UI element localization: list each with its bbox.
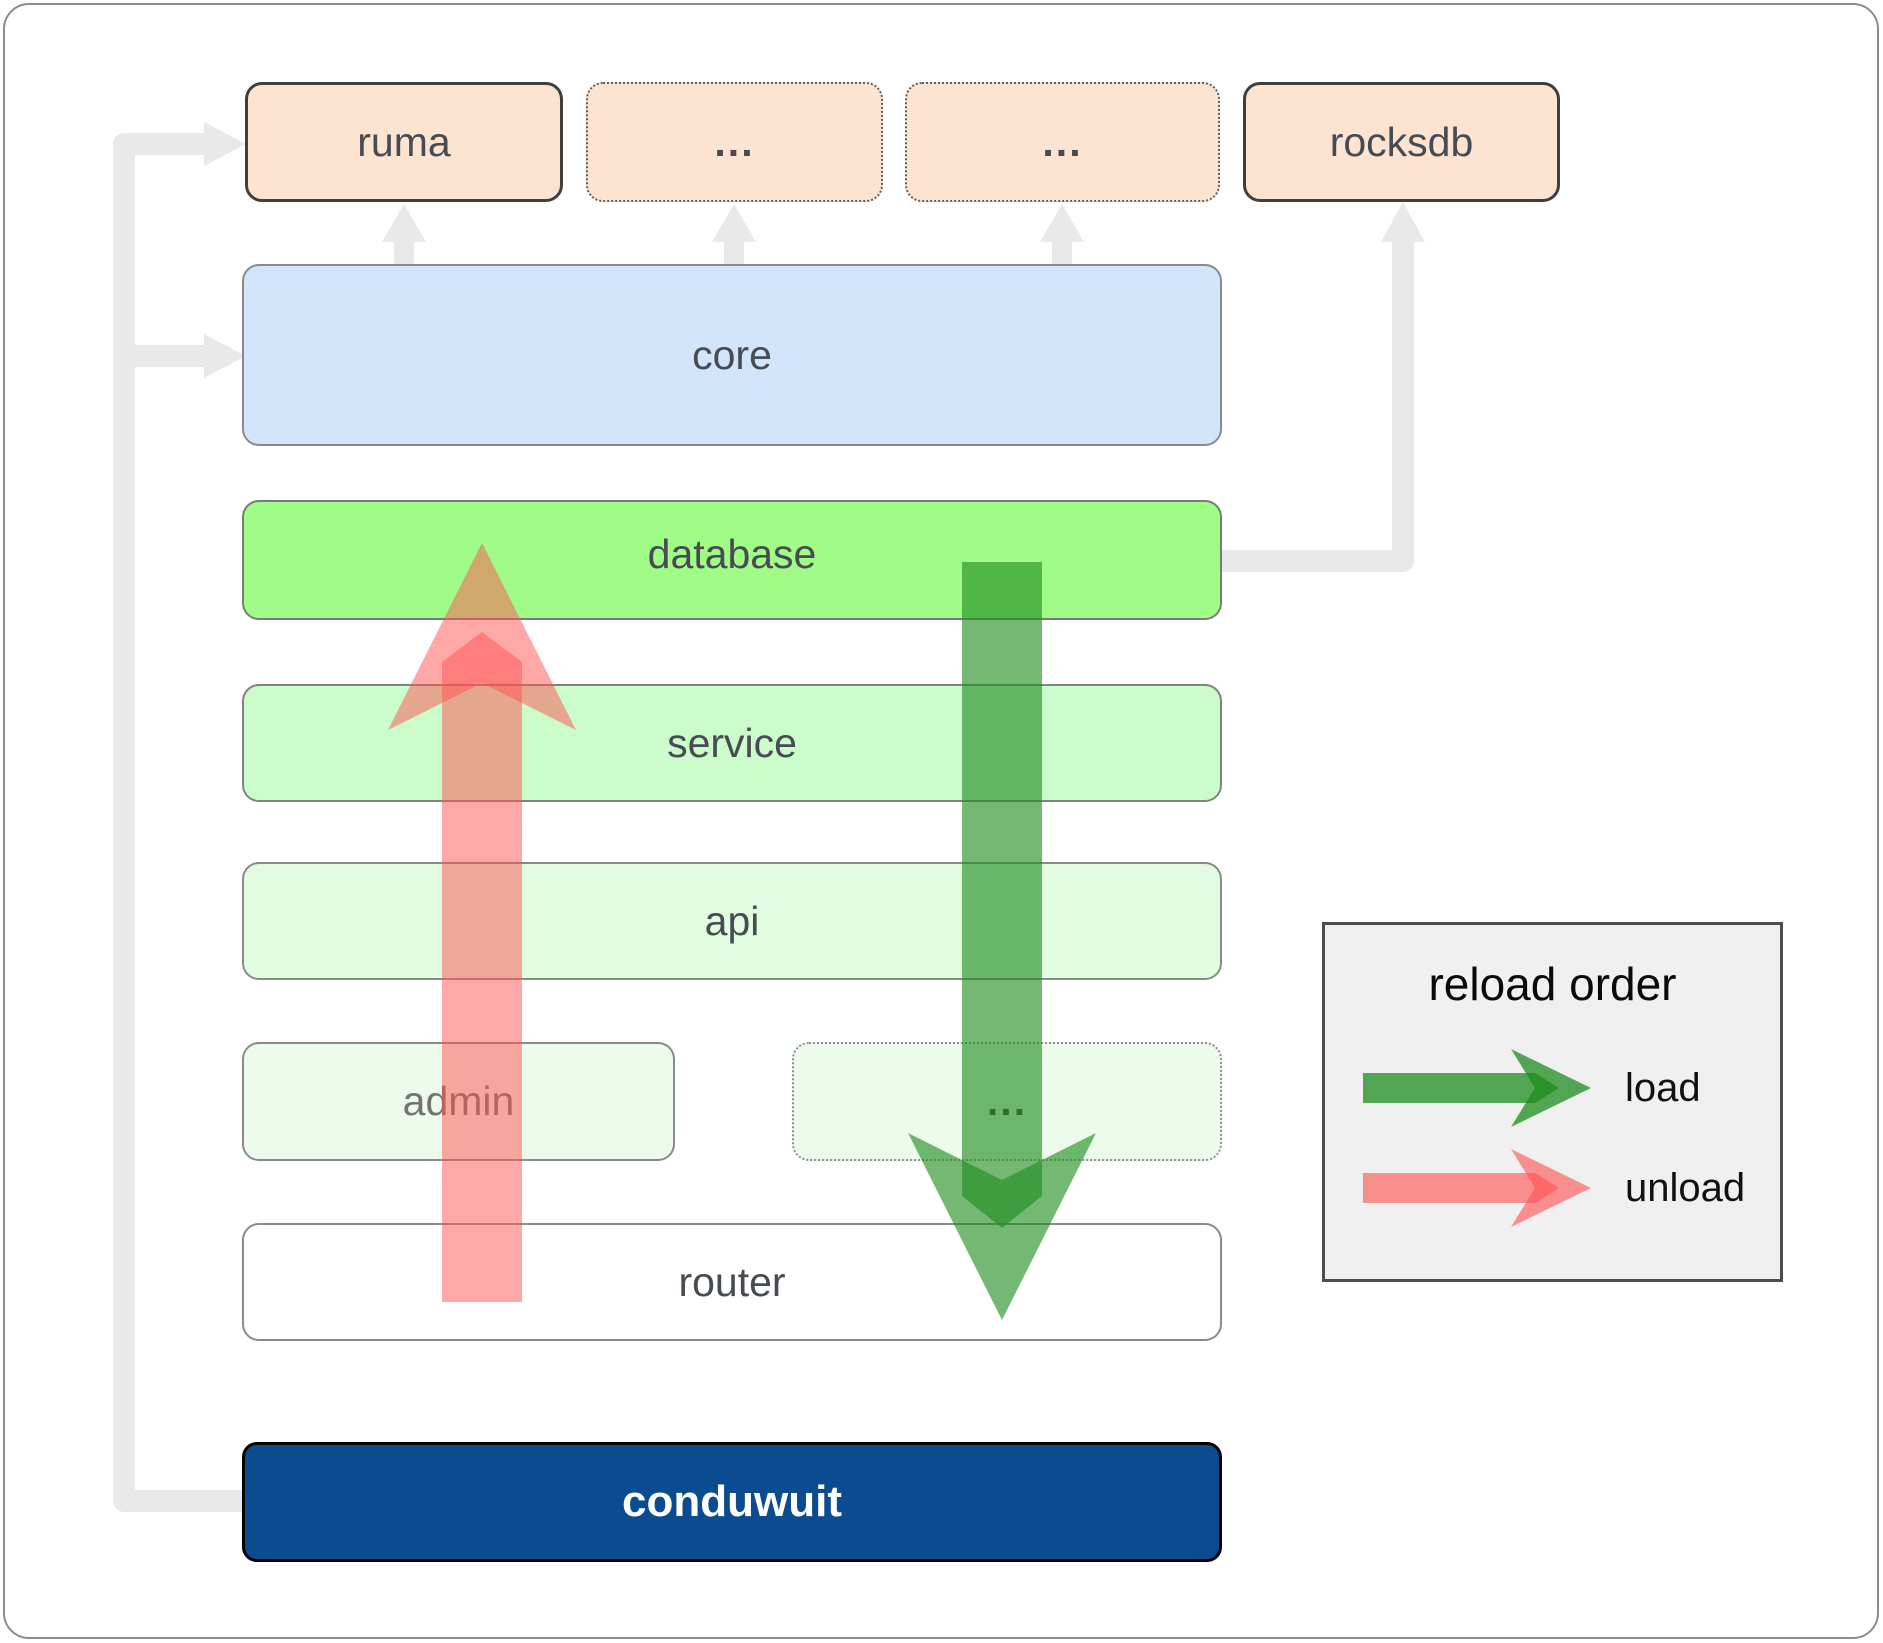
- legend-unload-arrow-head: [1511, 1149, 1591, 1227]
- edge-arrowhead-core: [204, 334, 246, 378]
- node-admin-more: ...: [792, 1042, 1222, 1161]
- node-admin: admin: [242, 1042, 675, 1161]
- edge-arrowhead-ruma: [204, 122, 246, 166]
- node-conduwuit-label: conduwuit: [622, 1477, 842, 1526]
- edge-arrowhead-up-module-a: [712, 204, 756, 242]
- node-module-b: ...: [905, 82, 1220, 202]
- node-api: api: [242, 862, 1222, 980]
- node-service: service: [242, 684, 1222, 802]
- node-ruma: ruma: [245, 82, 563, 202]
- node-router: router: [242, 1223, 1222, 1341]
- node-service-label: service: [667, 719, 797, 766]
- node-module-a: ...: [586, 82, 883, 202]
- edge-conduwuit-to-ruma: [113, 133, 242, 1512]
- edge-database-to-rocksdb: [1221, 240, 1414, 572]
- node-conduwuit: conduwuit: [242, 1442, 1222, 1562]
- legend-title: reload order: [1428, 958, 1677, 1010]
- node-core-label: core: [692, 331, 772, 378]
- legend-load-arrow-head: [1511, 1049, 1591, 1127]
- legend-load-arrow-icon: [1363, 1049, 1591, 1127]
- edge-arrowhead-up-ruma: [382, 204, 426, 242]
- edge-arrowhead-up-module-b: [1040, 204, 1084, 242]
- node-module-a-label: ...: [714, 118, 755, 165]
- legend-load-arrow-shaft: [1363, 1073, 1559, 1103]
- node-module-b-label: ...: [1042, 118, 1083, 165]
- node-database: database: [242, 500, 1222, 620]
- node-ruma-label: ruma: [357, 118, 451, 165]
- node-database-label: database: [647, 530, 817, 577]
- node-admin-label: admin: [402, 1078, 515, 1124]
- node-admin-more-label: ...: [986, 1078, 1028, 1124]
- node-core: core: [242, 264, 1222, 446]
- edge-arrowhead-rocksdb: [1381, 202, 1425, 242]
- legend: reload order load unload: [1322, 922, 1783, 1282]
- legend-load-label: load: [1625, 1065, 1701, 1110]
- node-rocksdb: rocksdb: [1243, 82, 1560, 202]
- node-api-label: api: [704, 897, 760, 944]
- legend-unload-arrow-shaft: [1363, 1173, 1559, 1203]
- legend-unload-arrow-icon: [1363, 1149, 1591, 1227]
- node-router-label: router: [678, 1258, 786, 1305]
- legend-unload-label: unload: [1625, 1165, 1746, 1210]
- node-rocksdb-label: rocksdb: [1329, 118, 1474, 165]
